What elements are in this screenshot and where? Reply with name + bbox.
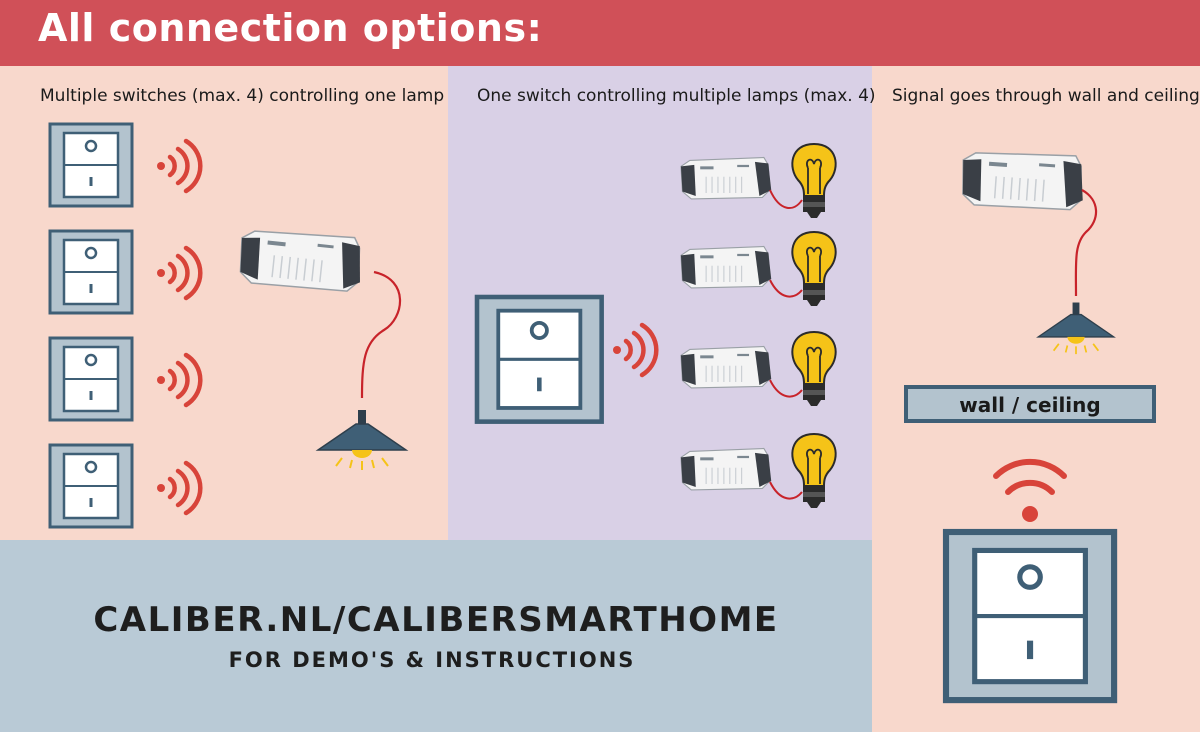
smart-module-icon: [680, 447, 772, 491]
panel-2-title: One switch controlling multiple lamps (m…: [477, 86, 876, 106]
wall-ceiling-bar: wall / ceiling: [904, 385, 1156, 423]
wall-switch-icon: [477, 297, 602, 422]
wireless-signal-icon: [157, 141, 200, 191]
wall-switch-icon: [48, 336, 134, 422]
bulb-wire: [769, 189, 803, 209]
smart-module-icon: [680, 156, 772, 200]
wall-switch-icon: [48, 443, 134, 529]
wall-switch-icon: [946, 532, 1114, 700]
footer-banner: [0, 540, 872, 732]
pendant-lamp-icon: [317, 409, 407, 471]
wifi-icon: [993, 458, 1067, 522]
lamp-wire: [360, 270, 402, 399]
bulb-wire: [769, 279, 803, 298]
pendant-lamp-icon: [1037, 301, 1115, 355]
footer-url[interactable]: CALIBER.NL/CALIBERSMARTHOME: [93, 600, 779, 640]
wireless-signal-icon: [157, 463, 200, 513]
smart-module-icon: [680, 245, 772, 289]
smart-module-icon: [680, 345, 772, 389]
header-bar: All connection options:: [0, 0, 1200, 66]
wireless-signal-icon: [157, 355, 200, 405]
smart-module-icon: [236, 225, 366, 296]
panel-1-title: Multiple switches (max. 4) controlling o…: [40, 86, 445, 106]
wall-switch-icon: [48, 122, 134, 208]
wireless-signal-icon: [613, 325, 656, 375]
page-title: All connection options:: [38, 6, 543, 50]
wall-ceiling-label: wall / ceiling: [959, 393, 1101, 417]
smart-module-icon: [959, 147, 1087, 214]
footer-subtitle: FOR DEMO'S & INSTRUCTIONS: [228, 648, 636, 672]
light-bulb-icon: [791, 143, 837, 219]
light-bulb-icon: [791, 231, 837, 307]
bulb-wire: [769, 379, 803, 398]
bulb-wire: [769, 481, 803, 500]
light-bulb-icon: [791, 433, 837, 509]
light-bulb-icon: [791, 331, 837, 407]
wall-switch-icon: [48, 229, 134, 315]
panel-3-title: Signal goes through wall and ceiling: [892, 86, 1200, 106]
lamp-wire: [1074, 189, 1098, 297]
wireless-signal-icon: [157, 248, 200, 298]
